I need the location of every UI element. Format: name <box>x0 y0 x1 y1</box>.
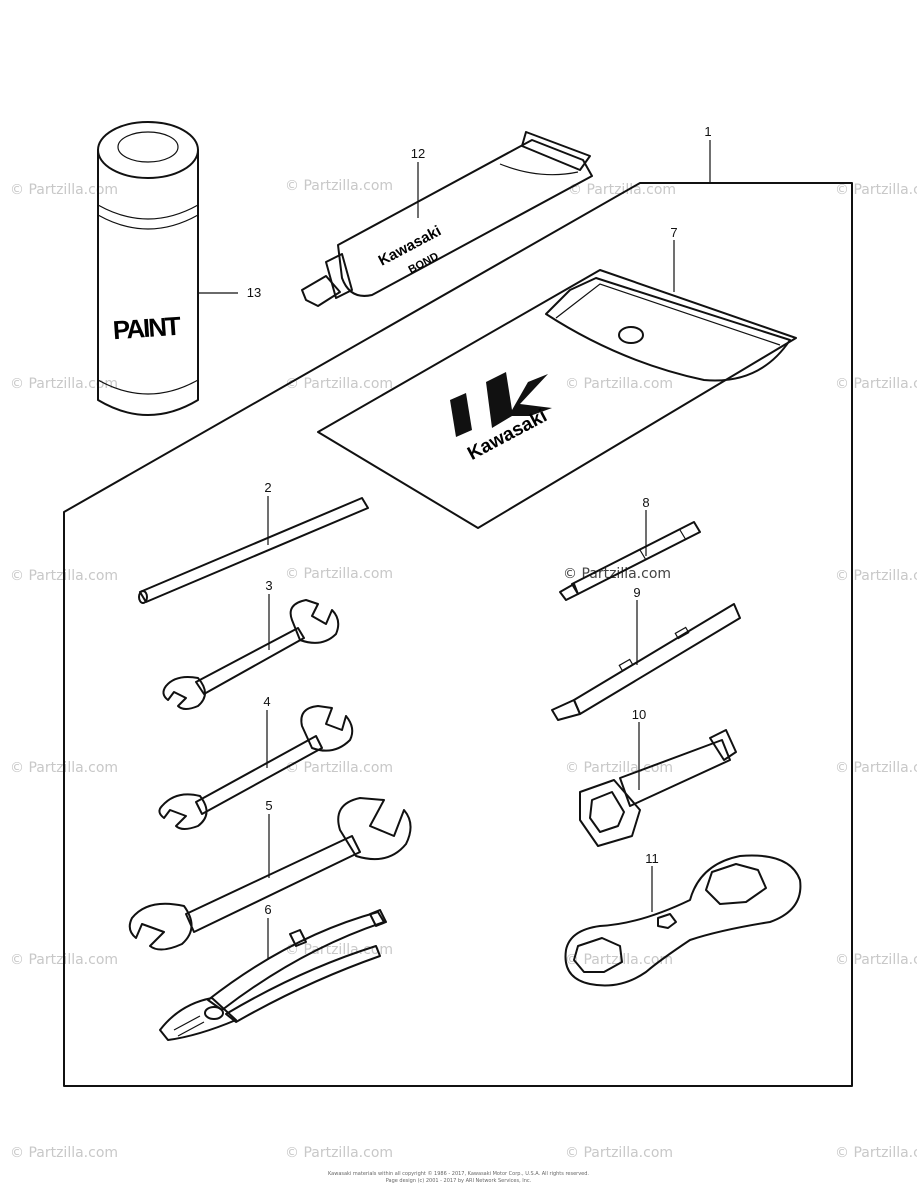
page-design-line: Page design (c) 2001 - 2017 by ARI Netwo… <box>385 1178 532 1184</box>
watermark: © Partzilla.com <box>285 760 394 776</box>
watermark: © Partzilla.com <box>10 376 119 392</box>
watermark: © Partzilla.com <box>835 760 917 776</box>
callout-9: 9 <box>633 585 640 600</box>
box-wrench <box>564 854 802 987</box>
watermark: © Partzilla.com <box>285 178 394 194</box>
callout-5: 5 <box>265 798 272 813</box>
open-end-wrench-large <box>128 797 412 951</box>
watermark: © Partzilla.com <box>835 568 917 584</box>
callout-8: 8 <box>642 495 649 510</box>
callout-1: 1 <box>704 124 711 139</box>
watermark: © Partzilla.com <box>565 376 674 392</box>
callout-4: 4 <box>263 694 270 709</box>
callout-6: 6 <box>264 902 271 917</box>
watermark: © Partzilla.com <box>835 376 917 392</box>
screwdriver-handle <box>551 603 741 721</box>
watermark: © Partzilla.com <box>285 566 394 582</box>
open-end-wrench-small <box>162 599 340 710</box>
watermark: © Partzilla.com <box>10 1145 119 1161</box>
callout-10: 10 <box>632 707 646 722</box>
watermark: © Partzilla.com <box>835 1145 917 1161</box>
callout-11: 11 <box>645 851 659 866</box>
callout-13: 13 <box>247 285 261 300</box>
callout-numbers: 1 2 3 4 5 6 7 8 9 10 11 12 13 <box>247 124 712 917</box>
callout-7: 7 <box>670 225 677 240</box>
watermark: © Partzilla.com <box>568 182 677 198</box>
watermark: © Partzilla.com <box>285 376 394 392</box>
open-end-wrench-medium <box>158 705 354 830</box>
watermark: © Partzilla.com <box>835 182 917 198</box>
leader-lines <box>198 140 711 960</box>
watermark: © Partzilla.com <box>285 1145 394 1161</box>
watermark: © Partzilla.com <box>565 760 674 776</box>
bond-tube: Kawasaki BOND <box>301 131 593 307</box>
pliers <box>159 909 387 1041</box>
watermark: © Partzilla.com <box>835 952 917 968</box>
watermark: © Partzilla.com <box>565 952 674 968</box>
rod-tool <box>138 497 369 604</box>
watermark: © Partzilla.com <box>565 1145 674 1161</box>
callout-12: 12 <box>411 146 425 161</box>
tool-pouch: Kawasaki <box>317 269 797 529</box>
copyright-line: Kawasaki materials within all copyright … <box>327 1171 590 1177</box>
screwdriver-small <box>559 521 701 601</box>
watermark: © Partzilla.com <box>285 942 394 958</box>
paint-can: PAINT <box>97 121 199 416</box>
spark-plug-wrench <box>579 729 737 847</box>
callout-2: 2 <box>264 480 271 495</box>
callout-3: 3 <box>265 578 272 593</box>
watermark: © Partzilla.com <box>10 182 119 198</box>
paint-label: PAINT <box>112 311 182 346</box>
toolkit-boundary <box>63 182 853 1087</box>
